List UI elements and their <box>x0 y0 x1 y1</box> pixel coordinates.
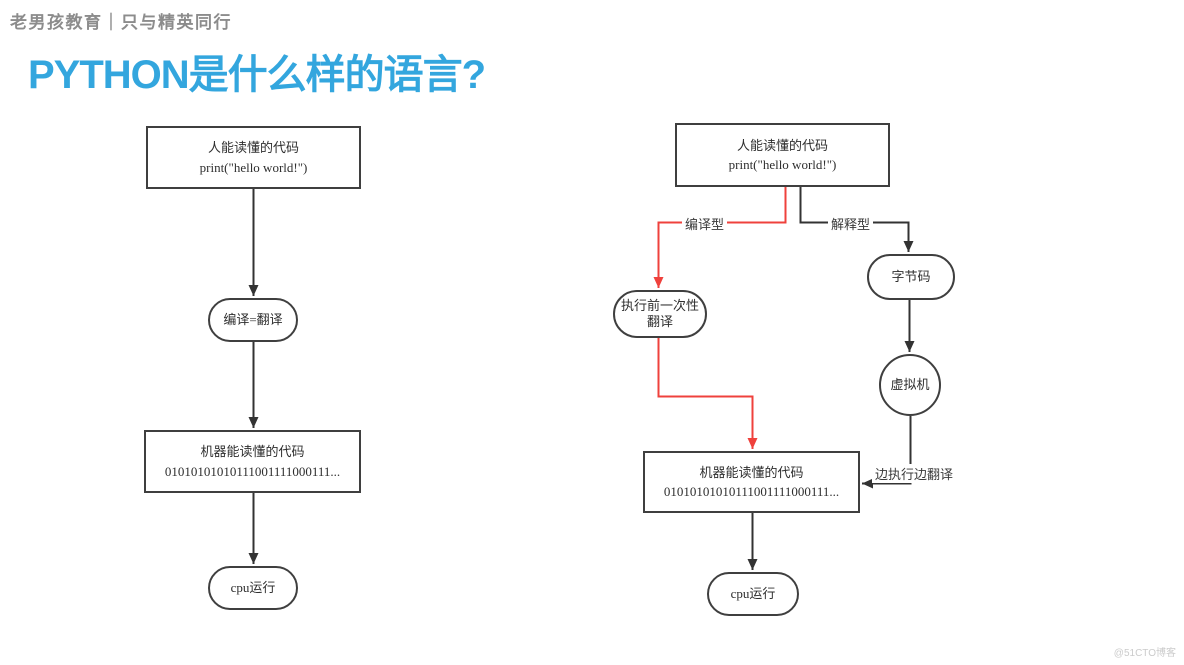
left-human-code-example: print("hello world!") <box>199 159 308 175</box>
page-title: PYTHON是什么样的语言? <box>28 53 486 97</box>
pre-translate-line2: 翻译 <box>646 314 673 329</box>
arrow-red-pretranslate-to-machine <box>657 338 758 449</box>
pre-translate-line1: 执行前一次性 <box>620 297 699 313</box>
right-machine-code-example: 01010101010111001111000111... <box>663 484 840 499</box>
right-human-code-box: 人能读懂的代码 print("hello world!") <box>675 123 890 187</box>
right-machine-code-box: 机器能读懂的代码 01010101010111001111000111... <box>643 451 860 513</box>
bytecode-label: 字节码 <box>891 269 931 285</box>
compiled-branch-label: 编译型 <box>682 214 728 233</box>
right-machine-code-title: 机器能读懂的代码 <box>699 464 804 480</box>
left-machine-code-title: 机器能读懂的代码 <box>200 444 305 459</box>
right-cpu-node: cpu运行 <box>707 572 799 616</box>
left-machine-code-example: 01010101010111001111000111... <box>164 463 341 479</box>
brand-text: 老男孩教育｜只与精英同行 <box>10 13 232 32</box>
left-machine-code-box: 机器能读懂的代码 01010101010111001111000111... <box>144 430 361 493</box>
left-compile-node: 编译=翻译 <box>208 298 298 342</box>
right-cpu-label: cpu运行 <box>730 586 776 602</box>
left-human-code-title: 人能读懂的代码 <box>207 140 299 155</box>
vm-label: 虚拟机 <box>890 377 930 393</box>
left-compile-label: 编译=翻译 <box>223 312 283 328</box>
arrow-red-human-to-pretranslate <box>653 187 787 288</box>
right-human-code-title: 人能读懂的代码 <box>736 137 828 153</box>
left-cpu-node: cpu运行 <box>208 566 298 610</box>
vm-node: 虚拟机 <box>879 354 941 416</box>
left-human-code-box: 人能读懂的代码 print("hello world!") <box>146 126 361 189</box>
right-human-code-example: print("hello world!") <box>728 157 837 172</box>
left-cpu-label: cpu运行 <box>230 580 276 596</box>
watermark: @51CTO博客 <box>1113 648 1176 659</box>
pre-translate-node: 执行前一次性 翻译 <box>613 290 707 338</box>
runtime-translate-label: 边执行边翻译 <box>872 464 957 483</box>
bytecode-node: 字节码 <box>867 254 955 300</box>
arrow-vm-to-machine <box>862 416 912 489</box>
interpreted-branch-label: 解释型 <box>828 214 874 233</box>
